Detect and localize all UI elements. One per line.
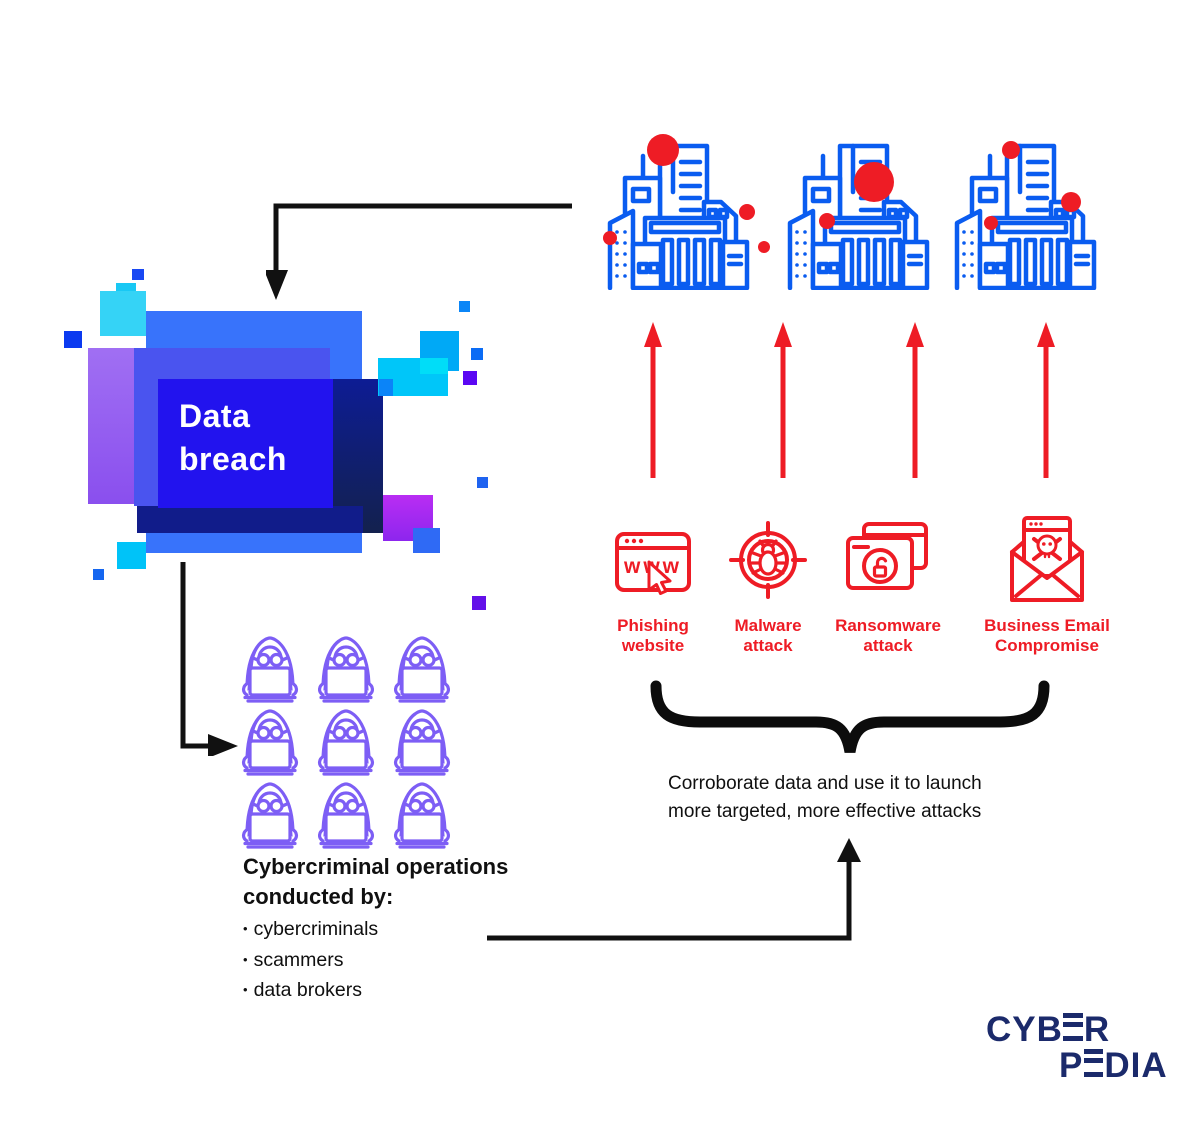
hooded-hacker-icon (317, 636, 375, 703)
bullet-item: •scammers (243, 948, 344, 971)
glitch-square (64, 331, 82, 348)
red-breach-dot (603, 231, 617, 245)
glitch-square (117, 542, 146, 569)
bullet-item: •data brokers (243, 979, 362, 1001)
cybercriminal-bullet-list: •cybercriminals •scammers •data brokers (243, 914, 378, 1006)
attack-label-bec: Business Email Compromise (984, 616, 1110, 655)
bullet-dot: • (243, 982, 248, 997)
hooded-hacker-icon (393, 636, 451, 703)
breached-company-1 (603, 126, 755, 290)
malware-attack-icon (729, 521, 807, 599)
bullet-dot: • (243, 951, 248, 967)
glitch-square (132, 269, 144, 280)
cybercriminal-grid (238, 631, 470, 850)
glitch-square (459, 301, 470, 312)
stylized-e-glyph (1083, 1048, 1104, 1077)
attack-label-ransomware: Ransomware attack (835, 616, 941, 655)
ransomware-attack-icon (846, 522, 928, 590)
red-breach-dot (1002, 141, 1020, 159)
glitch-square (137, 506, 363, 533)
red-up-arrow (1037, 322, 1055, 478)
red-breach-dot (739, 204, 755, 220)
glitch-square (472, 596, 486, 610)
hooded-hacker-icon (241, 709, 299, 776)
red-up-arrow (906, 322, 924, 478)
breached-company-3 (950, 126, 1098, 290)
red-breach-dot (758, 241, 770, 253)
hooded-hacker-icon (393, 709, 451, 776)
glitch-square (420, 358, 448, 374)
glitch-square (477, 477, 488, 488)
glitch-square (463, 371, 477, 385)
data-breach-title-box: Data breach (158, 379, 333, 508)
stylized-e-glyph (1063, 1012, 1083, 1041)
red-up-arrow (644, 322, 662, 478)
phishing-website-icon: www (615, 532, 691, 595)
glitch-square (100, 291, 146, 336)
city-buildings-icon (783, 126, 931, 290)
glitch-square (379, 379, 393, 396)
red-breach-dot (854, 162, 894, 202)
curly-brace (650, 680, 1050, 754)
glitch-square (88, 348, 134, 504)
cybercriminal-heading: Cybercriminal operations conducted by: (243, 854, 509, 909)
attack-label-malware: Malware attack (734, 616, 802, 655)
hooded-hacker-icon (241, 782, 299, 849)
breached-company-2 (783, 126, 931, 290)
business-email-compromise-icon (1010, 516, 1084, 602)
attack-label-phishing: Phishing website (617, 616, 689, 655)
arrow-buildings-to-breach (266, 203, 572, 300)
bullet-item: •cybercriminals (243, 918, 379, 940)
hooded-hacker-icon (317, 709, 375, 776)
glitch-square (93, 569, 104, 580)
hooded-hacker-icon (317, 782, 375, 849)
glitch-square (413, 528, 440, 553)
arrow-breach-to-cybercriminals (180, 562, 238, 756)
corroborate-caption: Corroborate data and use it to launch mo… (668, 773, 982, 822)
glitch-square (471, 348, 483, 360)
red-breach-dot (647, 134, 679, 166)
red-up-arrow (774, 322, 792, 478)
hooded-hacker-icon (393, 782, 451, 849)
red-breach-dot (984, 216, 998, 230)
arrow-criminals-to-attacks (487, 838, 861, 941)
red-breach-dot (819, 213, 835, 229)
hooded-hacker-icon (241, 636, 299, 703)
bullet-dot: • (243, 921, 248, 936)
red-breach-dot (1061, 192, 1081, 212)
data-breach-title: Data breach (179, 398, 287, 477)
